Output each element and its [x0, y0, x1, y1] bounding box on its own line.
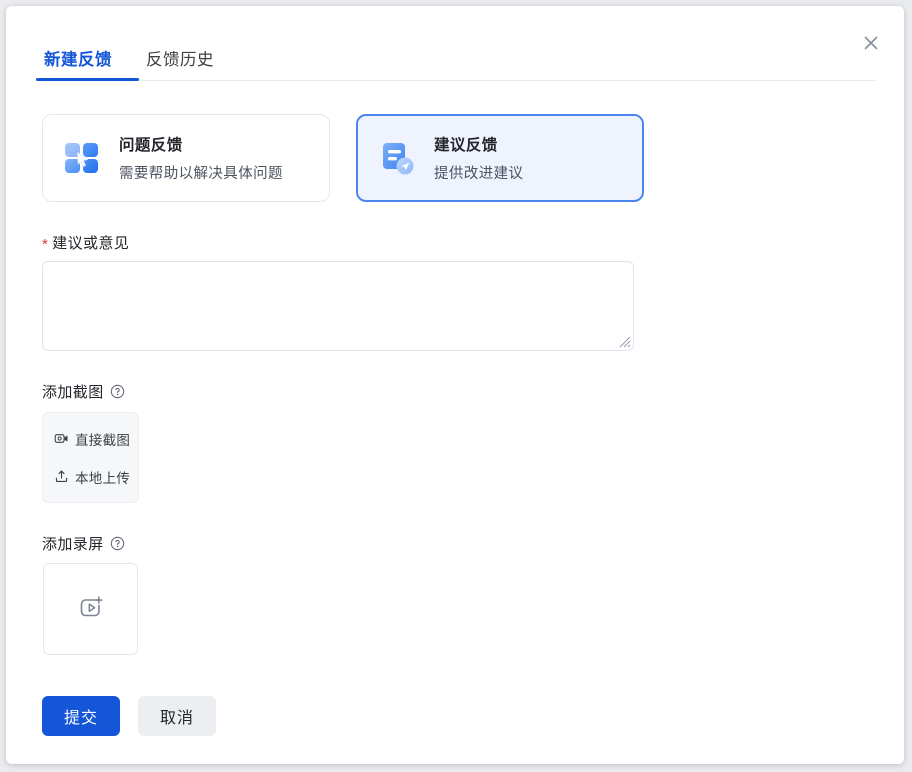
screenshot-capture-item[interactable]: 直接截图 [54, 429, 131, 449]
feedback-type-card-issue-texts: 问题反馈 需要帮助以解决具体问题 [119, 133, 283, 183]
feedback-type-card-suggestion-title: 建议反馈 [434, 137, 498, 154]
submit-button[interactable]: 提交 [42, 696, 121, 736]
tab-feedback-history-label: 反馈历史 [146, 51, 214, 69]
capture-icon [54, 431, 69, 446]
required-asterisk: * [42, 236, 49, 253]
record-section-heading: 添加录屏 [42, 533, 125, 554]
tab-divider [36, 80, 876, 81]
suggestion-textarea[interactable] [42, 261, 634, 351]
suggestion-field-label-text: 建议或意见 [52, 235, 130, 252]
dialog-footer: 提交 取消 [42, 696, 217, 736]
close-icon[interactable] [856, 28, 886, 58]
screenshot-section-heading-text: 添加截图 [42, 384, 104, 401]
feedback-type-card-suggestion[interactable]: 建议反馈 提供改进建议 [356, 114, 644, 202]
feedback-dialog: 新建反馈 反馈历史 [6, 6, 904, 764]
document-send-icon [376, 137, 418, 179]
suggestion-field-label: * 建议或意见 [42, 232, 129, 253]
feedback-type-card-issue-title: 问题反馈 [119, 137, 183, 154]
feedback-type-card-suggestion-desc: 提供改进建议 [434, 166, 524, 182]
puzzle-cursor-icon [61, 137, 103, 179]
feedback-type-card-issue-desc: 需要帮助以解决具体问题 [119, 166, 283, 182]
tab-bar: 新建反馈 反馈历史 [36, 34, 876, 82]
screenshot-capture-item-label: 直接截图 [75, 432, 131, 448]
video-plus-icon [76, 592, 106, 627]
tab-new-feedback-label: 新建反馈 [44, 51, 112, 69]
tab-feedback-history[interactable]: 反馈历史 [138, 46, 222, 78]
feedback-type-card-suggestion-texts: 建议反馈 提供改进建议 [434, 133, 523, 183]
feedback-type-card-issue[interactable]: 问题反馈 需要帮助以解决具体问题 [42, 114, 330, 202]
record-section-heading-text: 添加录屏 [42, 536, 104, 553]
add-recording-button[interactable] [43, 563, 138, 655]
screenshot-section-heading: 添加截图 [42, 381, 125, 402]
screenshot-upload-item[interactable]: 本地上传 [54, 467, 131, 487]
tab-active-indicator [36, 78, 139, 81]
feedback-type-group: 问题反馈 需要帮助以解决具体问题 [42, 114, 644, 202]
screenshot-upload-item-label: 本地上传 [75, 470, 131, 486]
cancel-button[interactable]: 取消 [138, 696, 217, 736]
suggestion-input-wrap [42, 261, 634, 351]
screenshot-source-menu: 直接截图 本地上传 [42, 412, 139, 503]
upload-icon [54, 469, 69, 484]
question-circle-icon[interactable] [110, 536, 125, 551]
tab-new-feedback[interactable]: 新建反馈 [36, 46, 120, 78]
question-circle-icon[interactable] [110, 384, 125, 399]
